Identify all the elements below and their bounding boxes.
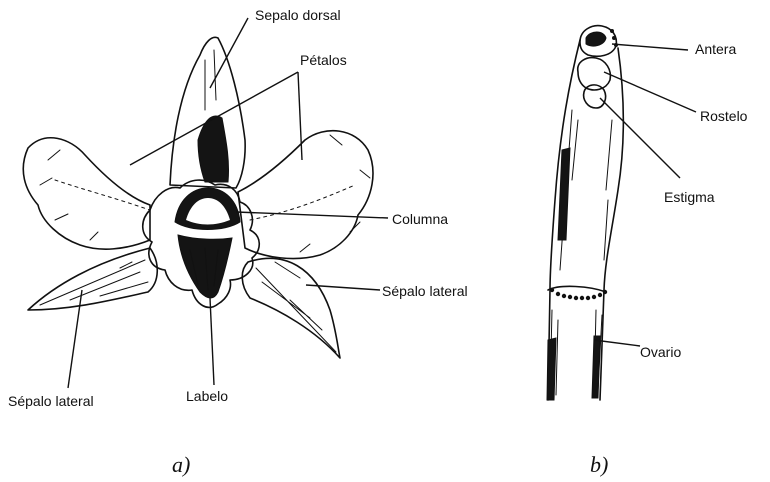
label-column: Columna <box>392 211 448 227</box>
left-lateral-sepal <box>28 248 157 310</box>
right-lateral-sepal <box>242 258 340 358</box>
label-lateral-sepal-right: Sépalo lateral <box>382 283 468 299</box>
label-anther: Antera <box>695 41 736 57</box>
label-dorsal-sepal: Sepalo dorsal <box>255 7 341 23</box>
label-rostellum: Rostelo <box>700 108 748 124</box>
label-ovary: Ovario <box>640 344 681 360</box>
orchid-flower-drawing: Sepalo dorsal Pétalos Columna Sépalo lat… <box>8 7 468 477</box>
lip-throat <box>178 235 232 298</box>
column-detail-drawing: Antera Rostelo Estigma Ovario b) <box>547 26 748 477</box>
caption-a: a) <box>172 452 190 477</box>
ovary-junction <box>548 286 606 292</box>
label-petals: Pétalos <box>300 52 347 68</box>
caption-b: b) <box>590 452 608 477</box>
label-stigma: Estigma <box>664 189 715 205</box>
label-lip: Labelo <box>186 388 228 404</box>
label-lateral-sepal-left: Sépalo lateral <box>8 393 94 409</box>
dorsal-sepal-shading <box>198 116 229 182</box>
left-petal <box>23 138 150 249</box>
